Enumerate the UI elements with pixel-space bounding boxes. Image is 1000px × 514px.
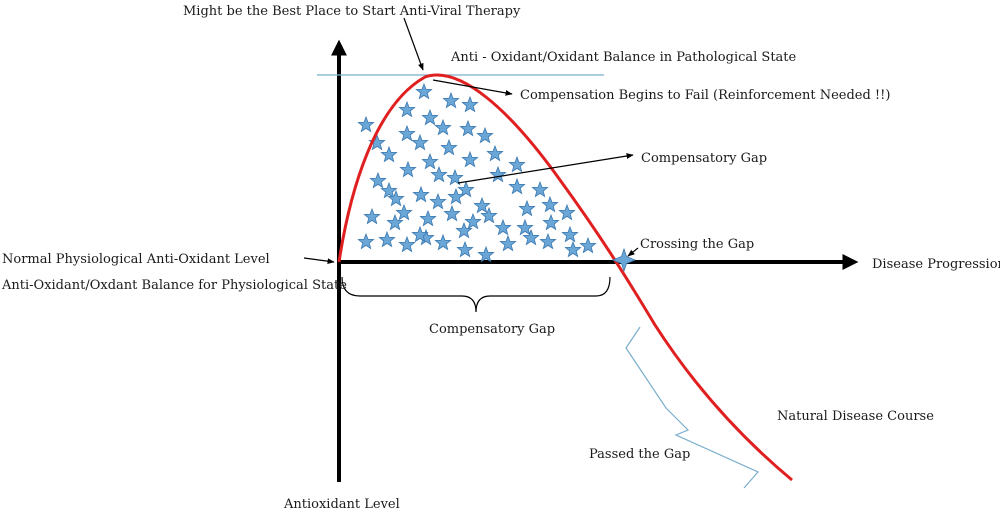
star-icon — [369, 171, 387, 189]
disease-progression-label: Disease Progression — [872, 257, 1000, 272]
star-icon — [516, 218, 534, 236]
star-icon — [398, 235, 416, 253]
star-icon — [443, 204, 461, 222]
star-icon — [419, 209, 437, 227]
star-icon — [461, 150, 479, 168]
compensatory-gap-arrow — [457, 153, 634, 184]
star-icon — [357, 232, 375, 250]
star-icon — [499, 234, 517, 252]
star-icon — [457, 180, 475, 198]
normal-level-arrow — [303, 257, 335, 264]
star-icon — [564, 240, 582, 258]
star-icon — [489, 165, 507, 183]
star-icon — [539, 232, 557, 250]
pathological-balance-label: Anti - Oxidant/Oxidant Balance in Pathol… — [450, 50, 797, 65]
star-icon — [398, 100, 416, 118]
star-icon — [442, 91, 460, 109]
crossing-marker-icon — [611, 247, 637, 273]
star-icon — [387, 189, 405, 207]
star-icon — [464, 212, 482, 230]
compensation-fail-label: Compensation Begins to Fail (Reinforceme… — [520, 88, 890, 103]
star-icon — [395, 203, 413, 221]
star-icon — [429, 192, 447, 210]
crossing-gap-label: Crossing the Gap — [640, 237, 754, 252]
disease-curve — [337, 73, 793, 482]
crossing-gap-arrow — [627, 247, 639, 257]
star-icon — [541, 195, 559, 213]
star-icon — [522, 228, 540, 246]
star-icon — [579, 236, 597, 254]
star-icon — [446, 168, 464, 186]
star-icon — [518, 199, 536, 217]
star-icon — [421, 108, 439, 126]
star-icon — [476, 126, 494, 144]
star-icon — [386, 213, 404, 231]
star-icon — [561, 225, 579, 243]
star-icon — [494, 218, 512, 236]
star-icon — [378, 230, 396, 248]
star-icon — [415, 82, 433, 100]
compensatory-gap-lower-label: Compensatory Gap — [429, 322, 555, 337]
star-icon — [421, 152, 439, 170]
compensatory-gap-upper-label: Compensatory Gap — [641, 151, 767, 166]
compensation-fail-arrow — [432, 79, 513, 96]
star-icon — [558, 203, 576, 221]
best-place-arrow — [403, 17, 424, 71]
normal-level-label: Normal Physiological Anti-Oxidant Level — [2, 252, 270, 267]
compensatory-gap-brace — [341, 276, 611, 313]
star-icon — [486, 144, 504, 162]
physiological-balance-label: Anti-Oxidant/Oxdant Balance for Physiolo… — [1, 278, 347, 293]
star-icon — [412, 185, 430, 203]
star-icon — [434, 233, 452, 251]
y-axis-label: Antioxidant Level — [283, 497, 400, 512]
star-field — [357, 82, 597, 263]
star-icon — [411, 225, 429, 243]
star-icon — [473, 196, 491, 214]
passed-gap-bracket — [625, 326, 759, 489]
best-place-label: Might be the Best Place to Start Anti-Vi… — [183, 4, 521, 19]
star-icon — [398, 124, 416, 142]
star-icon — [455, 221, 473, 239]
star-icon — [399, 160, 417, 178]
star-icon — [459, 119, 477, 137]
star-icon — [434, 118, 452, 136]
star-icon — [456, 240, 474, 258]
star-icon — [357, 115, 375, 133]
star-icon — [430, 165, 448, 183]
star-icon — [461, 95, 479, 113]
star-icon — [447, 187, 465, 205]
star-icon — [531, 180, 549, 198]
star-icon — [480, 206, 498, 224]
star-icon — [542, 213, 560, 231]
natural-course-label: Natural Disease Course — [777, 409, 934, 424]
star-icon — [380, 181, 398, 199]
star-icon — [380, 145, 398, 163]
star-icon — [440, 138, 458, 156]
star-icon — [508, 177, 526, 195]
star-icon — [363, 207, 381, 225]
star-icon — [508, 155, 526, 173]
star-icon — [411, 133, 429, 151]
star-icon — [477, 245, 495, 263]
passed-gap-label: Passed the Gap — [589, 447, 690, 462]
